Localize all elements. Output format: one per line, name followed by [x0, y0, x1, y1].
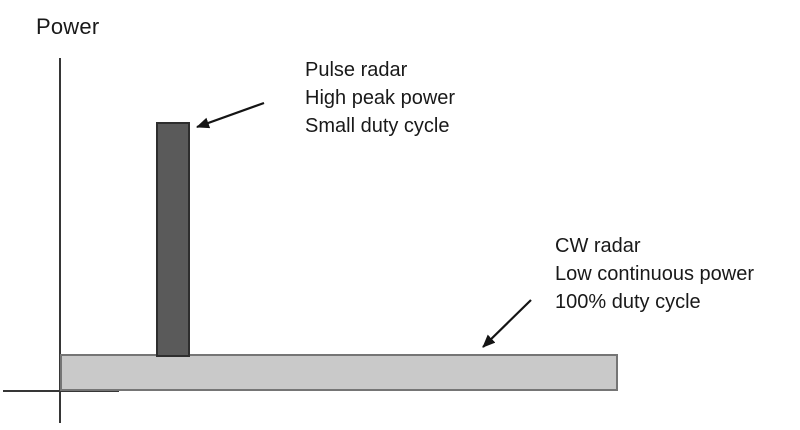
annotation-line: Low continuous power: [555, 263, 755, 285]
cw-radar-annotation: CW radar Low continuous power 100% duty …: [555, 232, 754, 316]
annotation-line: 100% duty cycle: [555, 291, 701, 313]
annotation-line: Pulse radar: [305, 59, 408, 81]
annotation-line: CW radar: [555, 235, 641, 257]
pulse-radar-bar: [156, 122, 190, 357]
y-axis-line: [59, 58, 61, 423]
annotation-line: Small duty cycle: [305, 115, 450, 137]
pulse-annotation-arrow: [196, 101, 265, 129]
x-axis-line: [3, 390, 119, 392]
cw-radar-bar: [60, 354, 618, 391]
pulse-radar-annotation: Pulse radar High peak power Small duty c…: [305, 56, 455, 140]
cw-annotation-arrow: [482, 299, 532, 348]
annotation-line: High peak power: [305, 87, 456, 109]
y-axis-label: Power: [36, 14, 100, 39]
